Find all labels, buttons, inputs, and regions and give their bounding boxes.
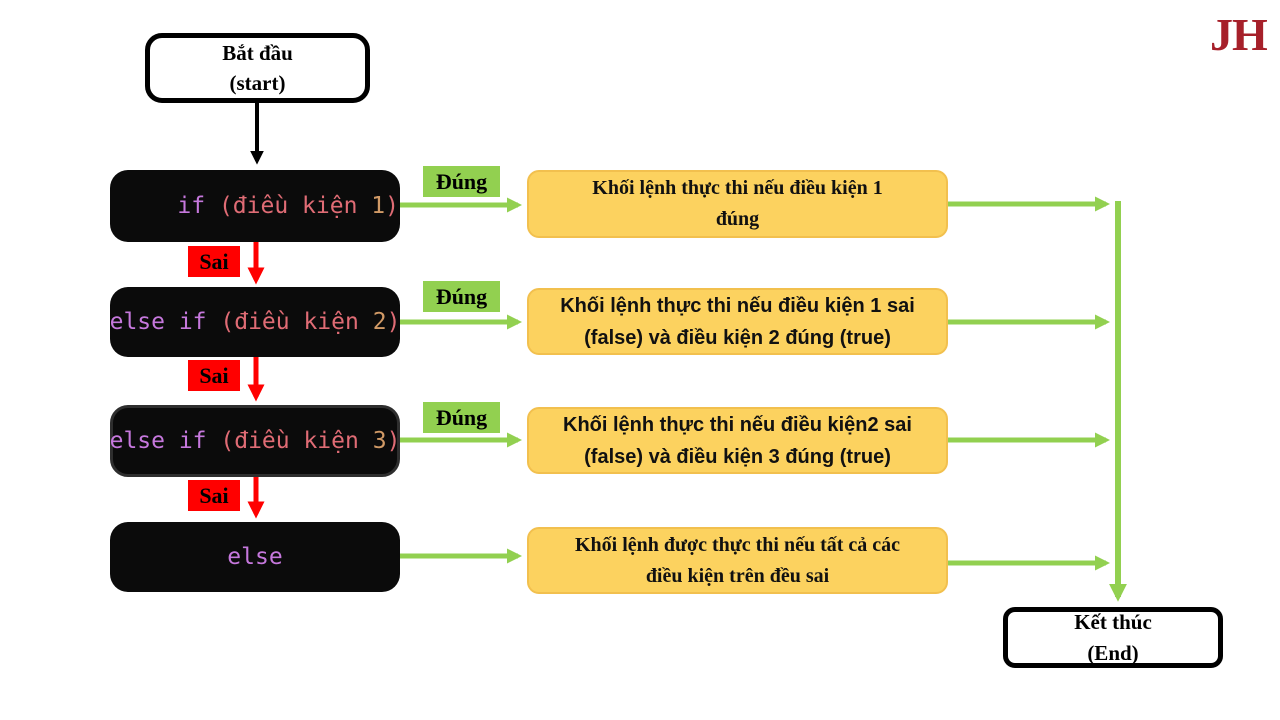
end-node-subtitle: (End): [1087, 640, 1139, 665]
code-segment: 3: [372, 428, 387, 454]
process-text-line: Khối lệnh thực thi nếu điều kiện 1 sai: [560, 294, 915, 317]
code-segment: else: [227, 544, 283, 570]
process-text-line: (false) và điều kiện 2 đúng (true): [584, 326, 891, 349]
decision-else: else: [110, 522, 400, 592]
end-node: Kết thúc (End): [1003, 607, 1223, 668]
label-sai-1: Sai: [188, 246, 240, 277]
process-text-line: Khối lệnh thực thi nếu điều kiện 1: [592, 177, 883, 199]
code-segment: ): [386, 309, 401, 335]
process-all-false: Khối lệnh được thực thi nếu tất cả các đ…: [527, 527, 948, 594]
process-condition-3-true: Khối lệnh thực thi nếu điều kiện2 sai (f…: [527, 407, 948, 474]
jh-logo: JH: [1210, 9, 1268, 60]
code-segment: (điều kiện: [206, 309, 373, 335]
decision-if-condition-1: if (điều kiện 1): [110, 170, 400, 242]
code-segment: 2: [372, 309, 387, 335]
start-node: Bắt đầu (start): [145, 33, 370, 103]
end-node-title: Kết thúc: [1074, 610, 1152, 635]
label-dung-3: Đúng: [423, 402, 500, 433]
label-dung-2: Đúng: [423, 281, 500, 312]
label-dung-1: Đúng: [423, 166, 500, 197]
decision-elseif-condition-2: else if (điều kiện 2): [110, 287, 400, 357]
label-sai-3: Sai: [188, 480, 240, 511]
code-segment: 1: [371, 193, 386, 219]
start-node-subtitle: (start): [229, 71, 286, 95]
code-segment: else if: [109, 428, 207, 454]
code-segment: ): [386, 428, 401, 454]
code-segment: (điều kiện: [206, 428, 373, 454]
label-sai-2: Sai: [188, 360, 240, 391]
start-node-title: Bắt đầu: [222, 40, 293, 65]
process-condition-2-true: Khối lệnh thực thi nếu điều kiện 1 sai (…: [527, 288, 948, 355]
decision-elseif-condition-3: else if (điều kiện 3): [110, 405, 400, 477]
process-condition-1-true: Khối lệnh thực thi nếu điều kiện 1 đúng: [527, 170, 948, 238]
process-text-line: (false) và điều kiện 3 đúng (true): [584, 445, 891, 468]
process-text-line: Khối lệnh thực thi nếu điều kiện2 sai: [563, 413, 912, 436]
code-segment: (điều kiện: [205, 193, 372, 219]
process-text-line: đúng: [715, 208, 760, 230]
code-segment: if: [177, 193, 206, 219]
process-text-line: điều kiện trên đều sai: [645, 564, 830, 587]
code-segment: ): [385, 193, 399, 219]
process-text-line: Khối lệnh được thực thi nếu tất cả các: [574, 533, 901, 556]
code-segment: else if: [109, 309, 207, 335]
